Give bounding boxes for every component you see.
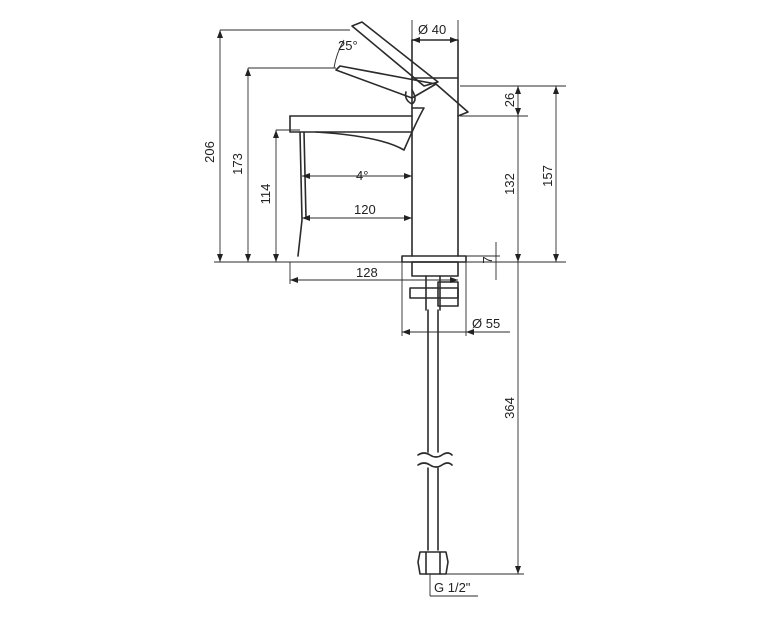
dim-spout-tilt: 4° — [356, 168, 368, 183]
faucet-body — [401, 39, 469, 263]
dim-spout-height: 114 — [258, 184, 273, 205]
dim-base-diameter: Ø 55 — [472, 316, 500, 331]
dim-connection-thread: G 1/2" — [434, 580, 471, 595]
dim-hose-length: 364 — [502, 397, 517, 419]
dim-body-diameter: Ø 40 — [418, 22, 446, 37]
dim-body-height: 132 — [502, 173, 517, 195]
spout — [289, 107, 425, 257]
dim-base-thickness: 7 — [480, 256, 495, 263]
dim-body-total-height: 157 — [540, 165, 555, 187]
mounting-hardware — [409, 261, 459, 311]
dim-spout-to-body: 120 — [354, 202, 376, 217]
dimension-arrows — [217, 30, 559, 574]
dim-lever-angle: 25° — [338, 38, 358, 53]
dimension-lines — [214, 20, 566, 597]
lever-handle — [335, 21, 439, 105]
dim-lever-height: 173 — [230, 153, 245, 175]
dim-total-height: 206 — [202, 141, 217, 163]
dim-lever-top-offset: 26 — [502, 93, 517, 107]
supply-hose — [417, 309, 453, 575]
dim-spout-reach: 128 — [356, 265, 378, 280]
